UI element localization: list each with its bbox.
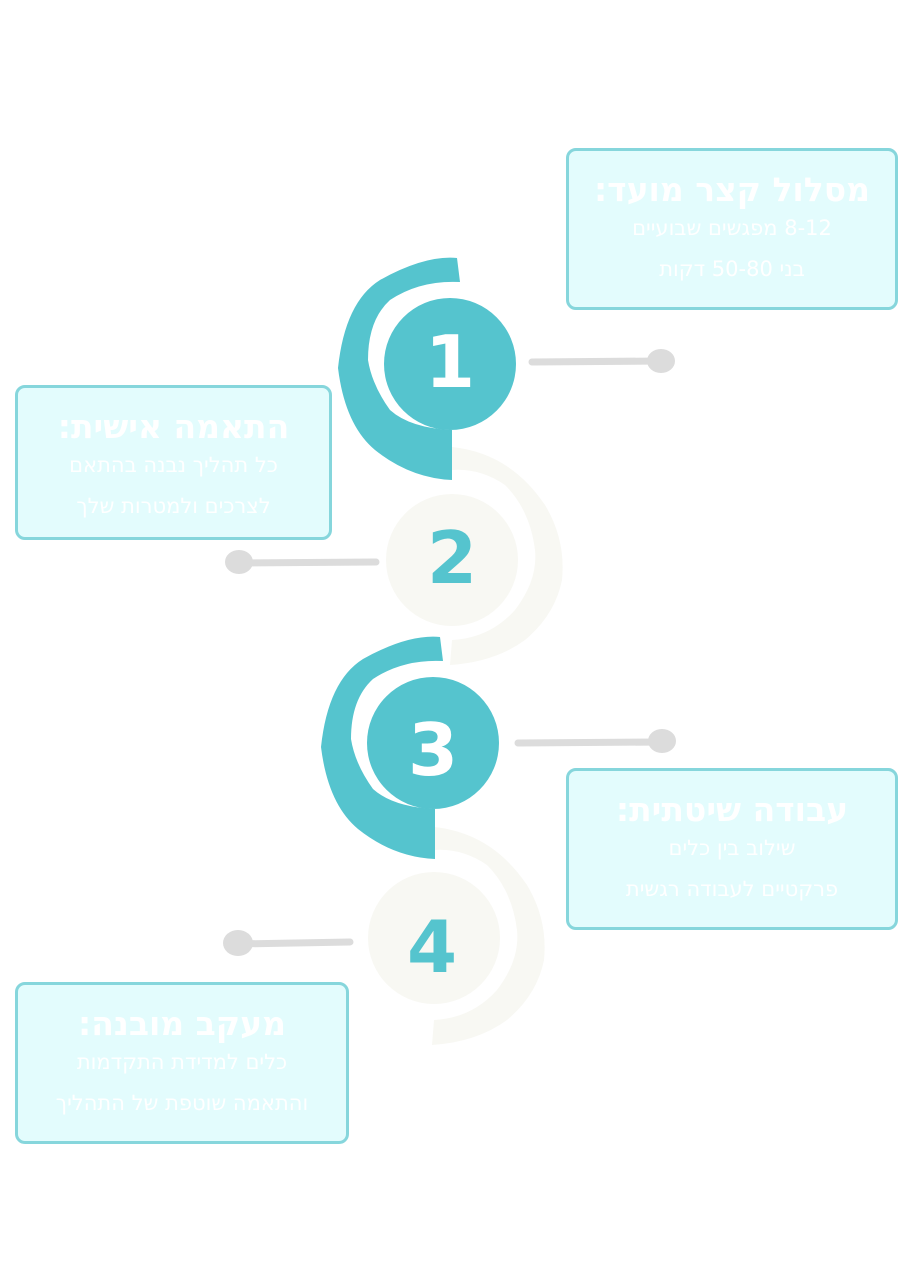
step-3-arc [321,636,443,859]
step-2-number: 2 [427,516,477,600]
step-3-title: עבודה שיטתית: [615,790,849,829]
step-3-line-2: פרקטיים לעבודה רגשית [625,877,839,901]
connector-3 [514,729,676,753]
step-4-arc [432,827,545,1045]
step-1-circle [384,298,516,430]
step-2-arc [450,447,563,665]
step-4-card: מעקב מובנה: כלים למדידת התקדמות והתאמה ש… [15,982,349,1144]
step-3-card: עבודה שיטתית: שילוב בין כלים פרקטיים לעב… [566,768,898,930]
step-1-card: מסלול קצר מועד: 8-12 מפגשים שבועיים בני … [566,148,898,310]
step-1-title: מסלול קצר מועד: [593,170,871,209]
step-1-line-1: 8-12 מפגשים שבועיים [632,216,832,240]
step-1-number: 1 [425,320,475,404]
connector-2 [225,550,380,574]
step-4-line-1: כלים למדידת התקדמות [76,1050,288,1074]
step-2-title: התאמה אישית: [57,407,290,446]
connector-1 [528,349,675,373]
step-4-number: 4 [407,905,457,989]
step-2-line-1: כל תהליך נבנה בהתאם [69,453,278,477]
step-2-circle [386,494,518,626]
step-4-line-2: והתאמה שוטפת של התהליך [55,1091,309,1115]
step-1-line-2: בני 50-80 דקות [659,257,805,281]
step-1-arc [338,257,460,480]
step-3-circle [367,677,499,809]
connector-4 [223,930,354,956]
step-3-line-1: שילוב בין כלים [668,836,796,860]
step-3-number: 3 [408,708,458,792]
step-2-card: התאמה אישית: כל תהליך נבנה בהתאם לצרכים … [15,385,332,540]
step-4-circle [368,872,500,1004]
step-4-title: מעקב מובנה: [78,1004,286,1043]
step-2-line-2: לצרכים ולמטרות שלך [76,494,271,518]
